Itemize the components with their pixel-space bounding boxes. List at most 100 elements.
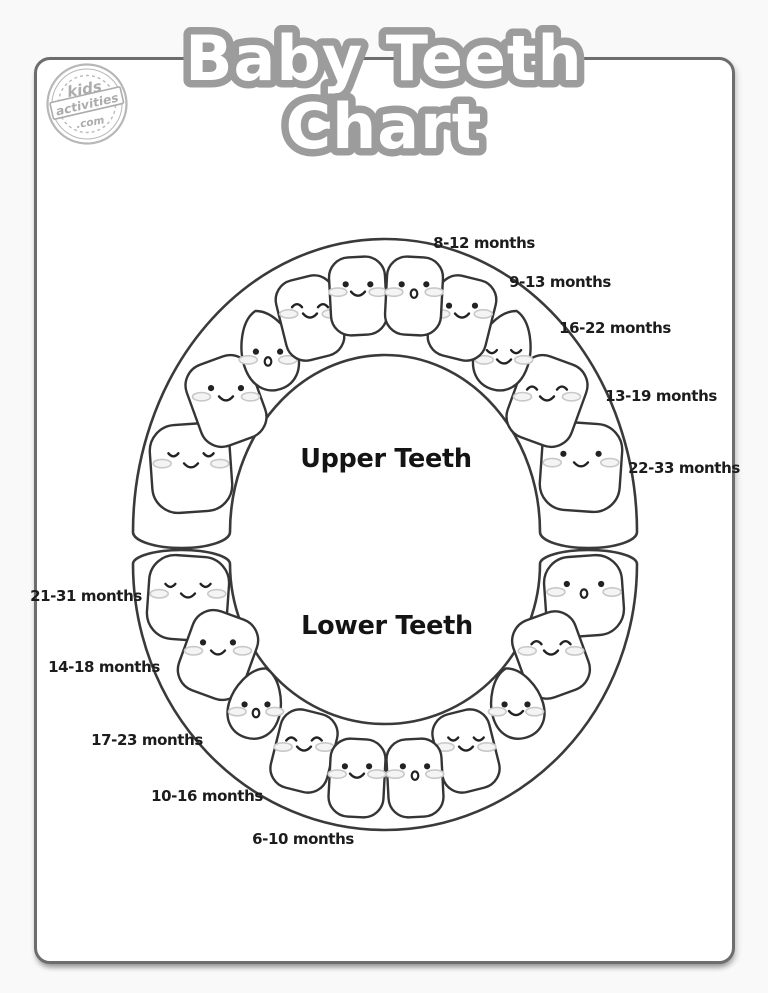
happy-eye-icon (285, 736, 298, 742)
eye-icon (237, 385, 245, 392)
eye-icon (367, 281, 374, 288)
eye-icon (199, 639, 207, 646)
smile-mouth-icon (453, 312, 471, 319)
eye-icon (424, 763, 431, 770)
blush-icon (424, 287, 444, 298)
happy-eye-icon (530, 640, 543, 646)
smile-mouth-icon (538, 395, 556, 402)
blush-icon (210, 458, 230, 469)
closed-eye-icon (202, 452, 215, 458)
smile-mouth-icon (457, 745, 475, 752)
eye-icon (366, 763, 373, 770)
blush-icon (599, 457, 620, 468)
eye-icon (207, 385, 215, 392)
tooth-upper-central-incisor-right (383, 255, 445, 337)
page-title-line2: Chart (286, 90, 483, 163)
lower-arch-band (131, 548, 639, 832)
happy-eye-icon (310, 736, 323, 742)
eye-icon (595, 450, 602, 457)
blush-icon (183, 645, 204, 656)
eye-icon (341, 763, 348, 770)
blush-icon (384, 287, 404, 298)
eye-icon (264, 701, 271, 708)
eruption-label-upper-central-incisors: 8-12 months (433, 234, 535, 252)
eye-icon (398, 281, 405, 288)
kids-activities-logo: kids activities .com (46, 63, 128, 145)
smile-mouth-icon (349, 290, 367, 297)
logo-text-com: .com (75, 114, 105, 131)
blush-icon (238, 354, 258, 365)
blush-icon (513, 354, 534, 365)
blush-icon (191, 391, 212, 402)
blush-icon (152, 458, 172, 469)
eye-icon (598, 580, 605, 588)
blush-icon (327, 769, 348, 780)
blush-icon (512, 391, 533, 402)
blush-icon (366, 769, 387, 780)
eye-icon (423, 281, 430, 288)
tooth-upper-lateral-incisor-left (274, 274, 346, 362)
tooth-upper-second-molar-right (538, 420, 624, 514)
closed-eye-icon (164, 582, 177, 589)
blush-icon (477, 741, 497, 752)
blush-icon (227, 706, 247, 717)
blush-icon (328, 287, 348, 298)
happy-eye-icon (290, 303, 304, 309)
blush-icon (525, 706, 545, 717)
lower-teeth-group (145, 553, 626, 819)
blush-icon (240, 391, 261, 402)
eye-icon (342, 281, 349, 288)
blush-icon (517, 645, 538, 656)
logo-banner-box (49, 86, 125, 120)
blush-icon (561, 391, 582, 402)
blush-icon (232, 645, 253, 656)
smile-mouth-icon (572, 461, 590, 468)
eruption-label-upper-canines: 16-22 months (559, 319, 671, 337)
eye-icon (524, 701, 531, 708)
blush-icon (473, 308, 494, 319)
tooth-lower-canine-right (487, 667, 546, 740)
o-mouth-icon (251, 707, 261, 719)
eye-icon (563, 580, 570, 588)
smile-mouth-icon (295, 745, 313, 752)
tooth-lower-first-molar-right (510, 610, 592, 700)
tooth-upper-first-molar-right (505, 353, 589, 449)
tooth-upper-lateral-incisor-right (426, 274, 498, 362)
smile-mouth-icon (348, 772, 366, 779)
closed-eye-icon (509, 348, 523, 355)
tooth-lower-central-incisor-right (385, 737, 445, 819)
eruption-label-lower-central-incisors: 6-10 months (252, 830, 354, 848)
page-title-line1: Baby Teeth (185, 22, 582, 95)
eye-icon (229, 639, 237, 646)
closed-eye-icon (472, 736, 485, 742)
smile-mouth-icon (217, 395, 235, 402)
eye-icon (445, 302, 453, 309)
o-mouth-icon (410, 770, 420, 781)
eye-icon (471, 302, 479, 309)
blush-icon (546, 586, 566, 597)
smile-mouth-icon (495, 358, 513, 365)
eruption-label-lower-canines: 17-23 months (91, 731, 203, 749)
blush-icon (424, 769, 445, 780)
blush-icon (278, 308, 299, 319)
blush-icon (149, 588, 169, 599)
upper-teeth-heading: Upper Teeth (300, 444, 472, 474)
closed-eye-icon (199, 582, 212, 589)
happy-eye-icon (316, 303, 330, 309)
closed-eye-icon (485, 348, 499, 355)
happy-eye-icon (525, 385, 539, 391)
blush-icon (564, 645, 585, 656)
blush-icon (385, 769, 406, 780)
blush-icon (273, 741, 293, 752)
lower-teeth-heading: Lower Teeth (301, 611, 473, 641)
blush-icon (265, 706, 285, 717)
eye-icon (399, 763, 406, 770)
blush-icon (542, 457, 563, 468)
o-mouth-icon (579, 588, 589, 599)
eruption-label-lower-lateral-incisors: 10-16 months (151, 787, 263, 805)
smile-mouth-icon (182, 462, 200, 469)
eye-icon (560, 450, 567, 457)
eruption-label-upper-first-molars: 13-19 months (605, 387, 717, 405)
blush-icon (602, 586, 622, 597)
